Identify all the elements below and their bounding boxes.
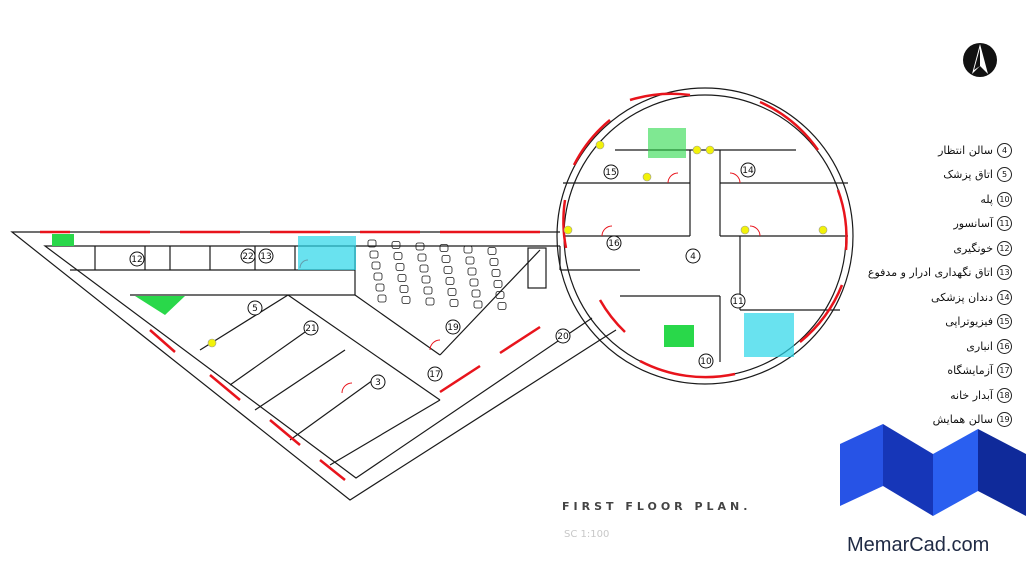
legend-label: آسانسور bbox=[953, 217, 993, 231]
room-number-20: 20 bbox=[555, 328, 571, 344]
legend-item: سالن همایش 19 bbox=[792, 408, 1012, 433]
legend-number: 19 bbox=[997, 412, 1012, 428]
wing-outer-wall bbox=[10, 231, 617, 501]
legend-item: اتاق پزشک 5 bbox=[792, 163, 1012, 188]
room-number-19: 19 bbox=[445, 319, 461, 335]
room-number-12: 12 bbox=[129, 251, 145, 267]
cyan-beds bbox=[648, 128, 686, 158]
legend-label: اتاق نگهداری ادرار و مدفوع bbox=[867, 266, 993, 280]
svg-text:19: 19 bbox=[447, 323, 459, 333]
plan-scale: SC 1:100 bbox=[564, 529, 610, 540]
room-number-21: 21 bbox=[303, 320, 319, 336]
legend-number: 11 bbox=[997, 216, 1012, 232]
legend-item: دندان پزشکی 14 bbox=[792, 285, 1012, 310]
room-number-5: 5 bbox=[247, 300, 263, 316]
circular-building-outer bbox=[556, 87, 854, 385]
restroom-cyan bbox=[298, 236, 356, 270]
legend-label: سالن انتظار bbox=[938, 143, 993, 157]
room-number-15: 15 bbox=[603, 164, 619, 180]
svg-text:5: 5 bbox=[252, 304, 258, 314]
room-legend: سالن انتظار 4 اتاق پزشک 5 پله 10 آسانسور 11 خونگ… bbox=[792, 138, 1012, 432]
memarcad-logo-icon bbox=[838, 424, 1028, 533]
legend-number: 10 bbox=[997, 191, 1012, 207]
legend-item: سالن انتظار 4 bbox=[792, 138, 1012, 163]
svg-text:10: 10 bbox=[700, 357, 712, 367]
legend-item: اتاق نگهداری ادرار و مدفوع 13 bbox=[792, 261, 1012, 286]
legend-label: اتاق پزشک bbox=[943, 168, 993, 182]
brand-name: MemarCad.com bbox=[847, 534, 990, 556]
green-planter-mid bbox=[135, 296, 185, 315]
room-number-10: 10 bbox=[698, 353, 714, 369]
legend-number: 16 bbox=[997, 338, 1012, 354]
legend-number: 4 bbox=[997, 142, 1012, 158]
legend-number: 5 bbox=[997, 167, 1012, 183]
plan-title: FIRST FLOOR PLAN. bbox=[562, 500, 752, 513]
svg-text:17: 17 bbox=[429, 370, 440, 380]
legend-item: فیزیوتراپی 15 bbox=[792, 310, 1012, 335]
legend-item: انباری 16 bbox=[792, 334, 1012, 359]
room-number-17: 17 bbox=[427, 366, 443, 382]
legend-label: آزمایشگاه bbox=[947, 364, 993, 378]
svg-text:15: 15 bbox=[605, 168, 616, 178]
legend-number: 14 bbox=[997, 289, 1012, 305]
legend-label: فیزیوتراپی bbox=[945, 315, 993, 329]
svg-text:4: 4 bbox=[690, 252, 696, 262]
legend-label: خونگیری bbox=[953, 241, 993, 255]
green-stair-landing bbox=[664, 325, 694, 347]
room-number-3: 3 bbox=[370, 374, 386, 390]
legend-label: انباری bbox=[966, 339, 993, 353]
legend-item: خونگیری 12 bbox=[792, 236, 1012, 261]
svg-text:11: 11 bbox=[732, 297, 743, 307]
room-number-14: 14 bbox=[740, 162, 756, 178]
legend-number: 15 bbox=[997, 314, 1012, 330]
svg-text:20: 20 bbox=[557, 332, 569, 342]
svg-text:14: 14 bbox=[742, 166, 754, 176]
legend-label: پله bbox=[980, 192, 993, 206]
room-number-13: 13 bbox=[258, 248, 274, 264]
legend-item: آزمایشگاه 17 bbox=[792, 359, 1012, 384]
legend-item: آسانسور 11 bbox=[792, 212, 1012, 237]
svg-text:16: 16 bbox=[608, 239, 620, 249]
north-arrow-icon bbox=[960, 40, 1000, 84]
svg-text:12: 12 bbox=[131, 255, 142, 265]
legend-item: پله 10 bbox=[792, 187, 1012, 212]
room-number-4: 4 bbox=[685, 248, 701, 264]
room-number-11: 11 bbox=[730, 293, 746, 309]
legend-number: 13 bbox=[997, 265, 1012, 281]
legend-number: 18 bbox=[997, 387, 1012, 403]
green-planter-top bbox=[52, 234, 74, 246]
legend-label: دندان پزشکی bbox=[931, 290, 993, 304]
room-number-16: 16 bbox=[606, 235, 622, 251]
legend-item: آبدار خانه 18 bbox=[792, 383, 1012, 408]
legend-number: 12 bbox=[997, 240, 1012, 256]
legend-label: سالن همایش bbox=[932, 413, 993, 427]
svg-text:22: 22 bbox=[242, 252, 253, 262]
physio-room-cyan bbox=[744, 313, 794, 357]
legend-label: آبدار خانه bbox=[950, 388, 993, 402]
svg-text:13: 13 bbox=[260, 252, 271, 262]
room-number-22: 22 bbox=[240, 248, 256, 264]
svg-text:3: 3 bbox=[375, 378, 381, 388]
legend-number: 17 bbox=[997, 363, 1012, 379]
svg-text:21: 21 bbox=[305, 324, 316, 334]
